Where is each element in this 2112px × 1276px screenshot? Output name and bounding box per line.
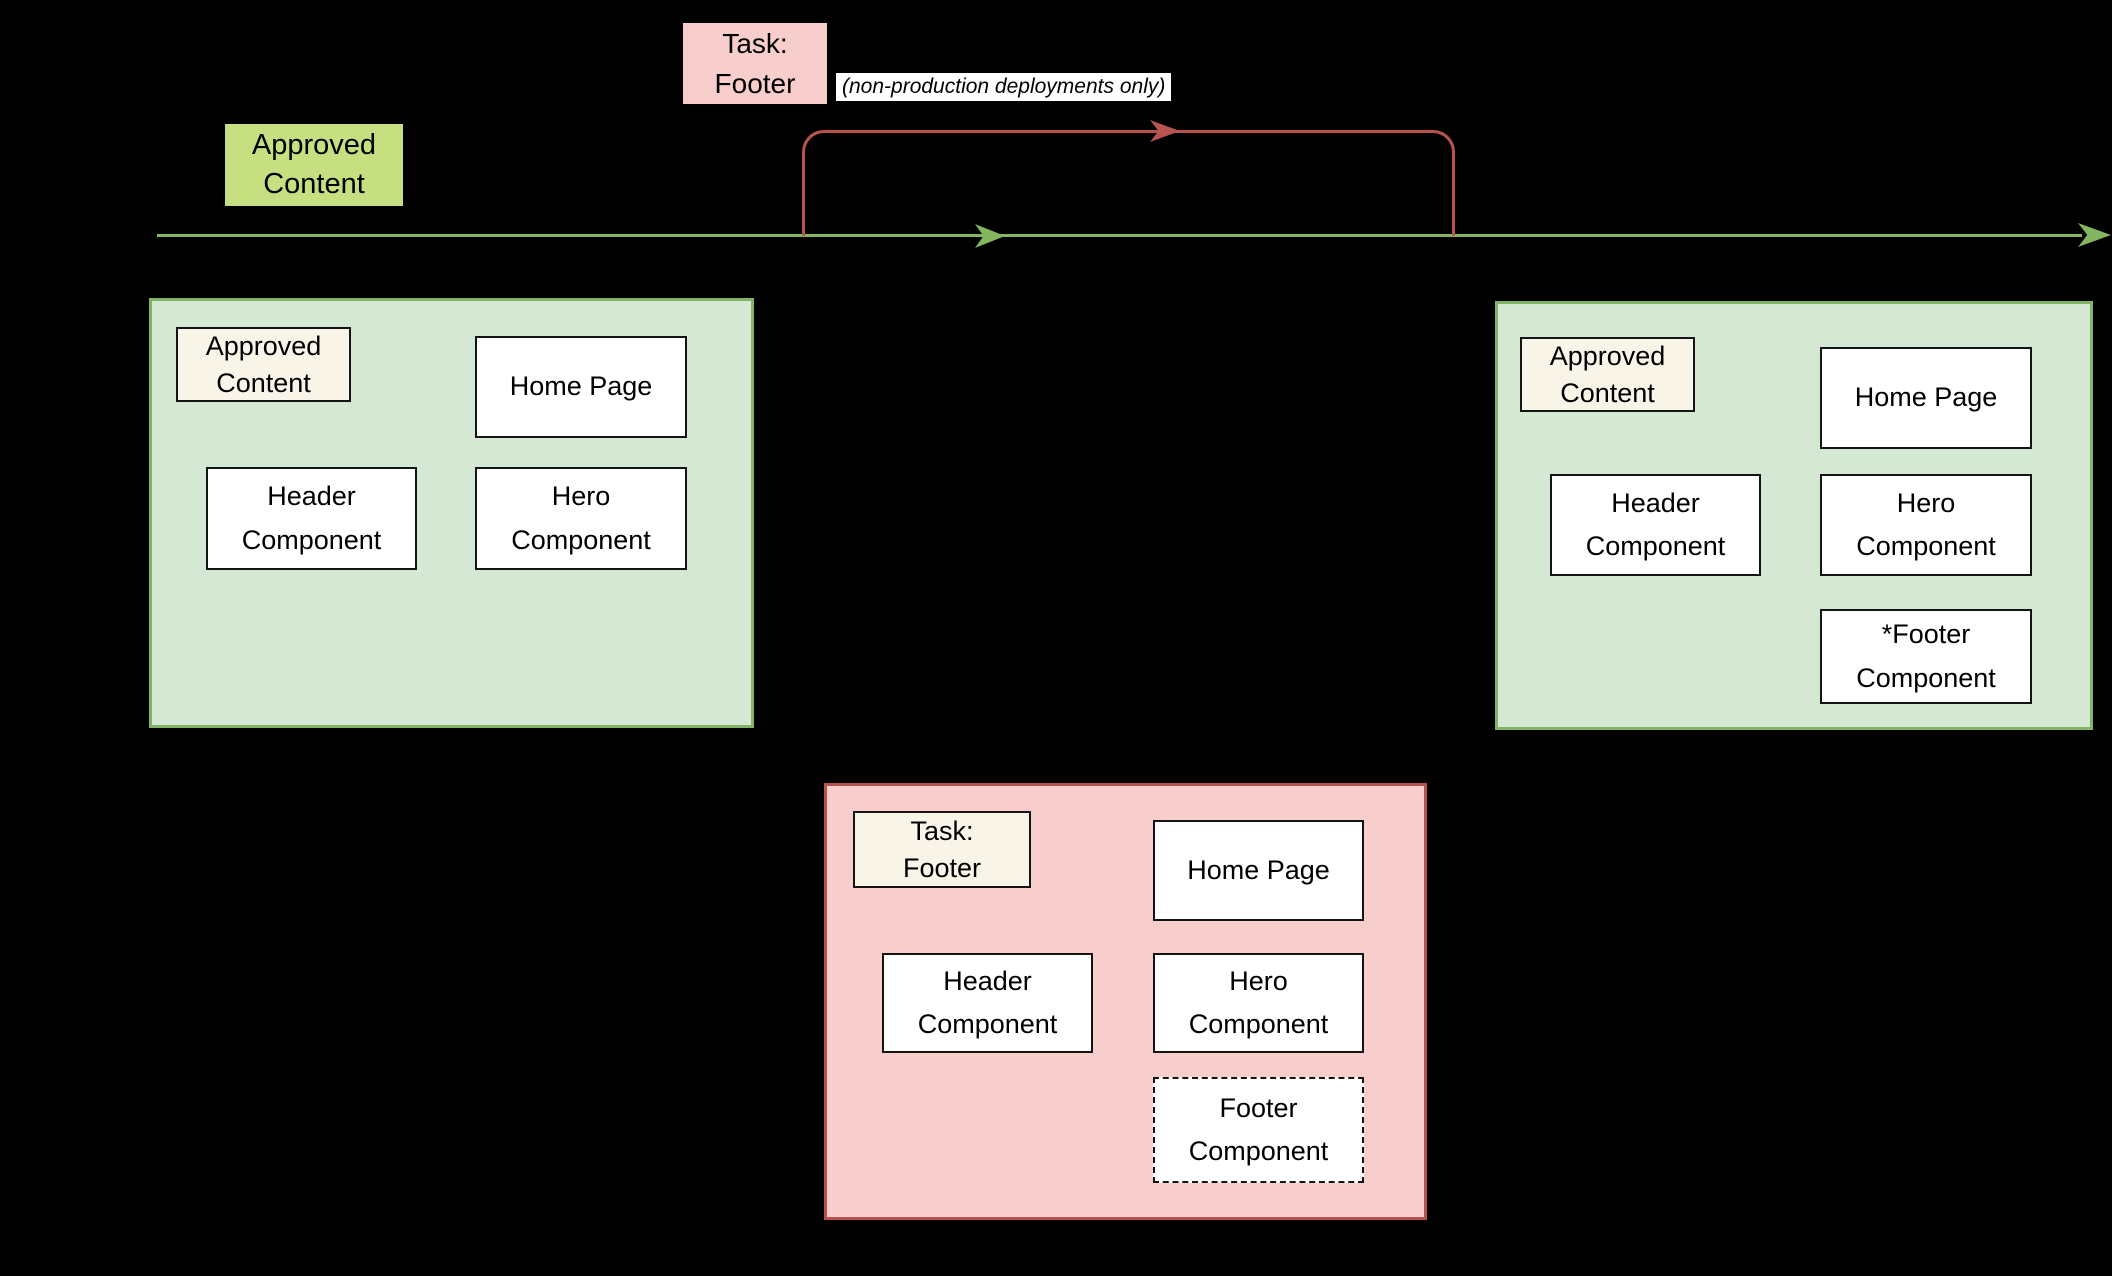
footer-component-dashed-box: Footer Component (1153, 1077, 1364, 1183)
header-component-box: Header Component (206, 467, 417, 570)
task-branch-arrow (802, 130, 1455, 236)
hero-component-box: Hero Component (1153, 953, 1364, 1053)
approved-content-panel-right: Approved Content Home Page Header Compon… (1495, 301, 2093, 730)
timeline-end-arrowhead-icon (2078, 223, 2111, 247)
footer-component-box: *Footer Component (1820, 609, 2032, 704)
header-component-box: Header Component (1550, 474, 1761, 576)
home-page-box: Home Page (475, 336, 687, 438)
hero-component-box: Hero Component (1820, 474, 2032, 576)
task-footer-panel: Task: Footer Home Page Header Component … (824, 783, 1427, 1220)
task-footer-tag: Task: Footer (683, 23, 827, 104)
approved-content-panel-left: Approved Content Home Page Header Compon… (149, 298, 754, 728)
timeline-line (157, 234, 2082, 237)
deployment-note: (non-production deployments only) (836, 73, 1172, 101)
hero-component-box: Hero Component (475, 467, 687, 570)
home-page-box: Home Page (1153, 820, 1364, 921)
home-page-box: Home Page (1820, 347, 2032, 449)
approved-content-tag: Approved Content (225, 124, 403, 206)
header-component-box: Header Component (882, 953, 1093, 1053)
approved-content-tag-box: Approved Content (176, 327, 351, 402)
task-footer-tag-box: Task: Footer (853, 811, 1031, 888)
approved-content-tag-box: Approved Content (1520, 337, 1695, 412)
